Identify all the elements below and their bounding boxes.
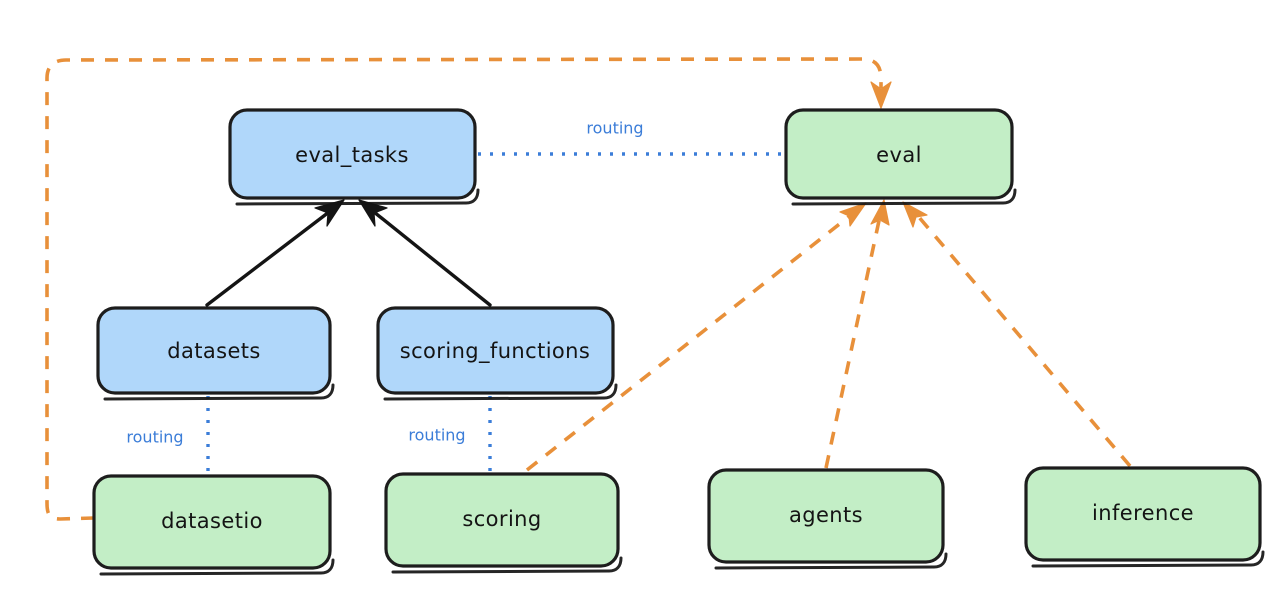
node-datasetio-shape <box>92 474 332 570</box>
arrowhead-agents-eval <box>870 199 890 226</box>
node-scoring-functions-shape <box>376 306 615 395</box>
edge-inference-to-eval <box>902 201 1132 468</box>
node-inference-shape <box>1024 466 1262 562</box>
edge-datasetio-to-eval <box>45 57 892 521</box>
arrowhead-scoringfunctions-evaltasks <box>358 199 388 227</box>
node-eval-shape <box>784 108 1014 200</box>
node-datasets-label: datasets <box>167 339 261 363</box>
node-eval[interactable]: eval <box>784 108 1017 206</box>
node-eval-label: eval <box>876 143 922 167</box>
edge-scoring-to-eval <box>525 202 867 472</box>
arrowhead-datasets-evaltasks <box>314 199 345 227</box>
node-agents[interactable]: agents <box>707 468 948 570</box>
node-scoring-label: scoring <box>462 507 541 531</box>
node-scoring-functions[interactable]: scoring_functions <box>376 306 618 401</box>
node-inference-label: inference <box>1092 501 1194 525</box>
edge-label-routing-datasets: routing <box>126 428 183 447</box>
node-datasetio[interactable]: datasetio <box>92 474 335 576</box>
arrowhead-inference-eval <box>902 201 928 228</box>
node-inference[interactable]: inference <box>1024 466 1265 568</box>
edge-label-routing-scoring-functions: routing <box>408 426 465 445</box>
edge-label-routing-eval-tasks: routing <box>586 119 643 138</box>
edge-agents-to-eval <box>824 199 890 469</box>
node-eval-tasks-label: eval_tasks <box>295 143 409 168</box>
edge-datasets-to-eval-tasks <box>205 199 345 307</box>
node-eval-tasks[interactable]: eval_tasks <box>228 108 480 206</box>
arrowhead-datasetio-eval <box>870 81 892 109</box>
node-scoring-functions-label: scoring_functions <box>400 339 590 364</box>
node-datasets[interactable]: datasets <box>96 306 335 401</box>
edge-scoring-functions-to-eval-tasks <box>358 199 492 307</box>
node-scoring-shape <box>384 472 620 568</box>
node-agents-label: agents <box>789 503 863 527</box>
arrowhead-scoring-eval <box>839 202 867 227</box>
node-scoring[interactable]: scoring <box>384 472 623 574</box>
node-datasetio-label: datasetio <box>161 509 263 533</box>
node-agents-shape <box>707 468 945 564</box>
node-eval-tasks-shape <box>228 108 477 200</box>
node-datasets-shape <box>96 306 332 395</box>
